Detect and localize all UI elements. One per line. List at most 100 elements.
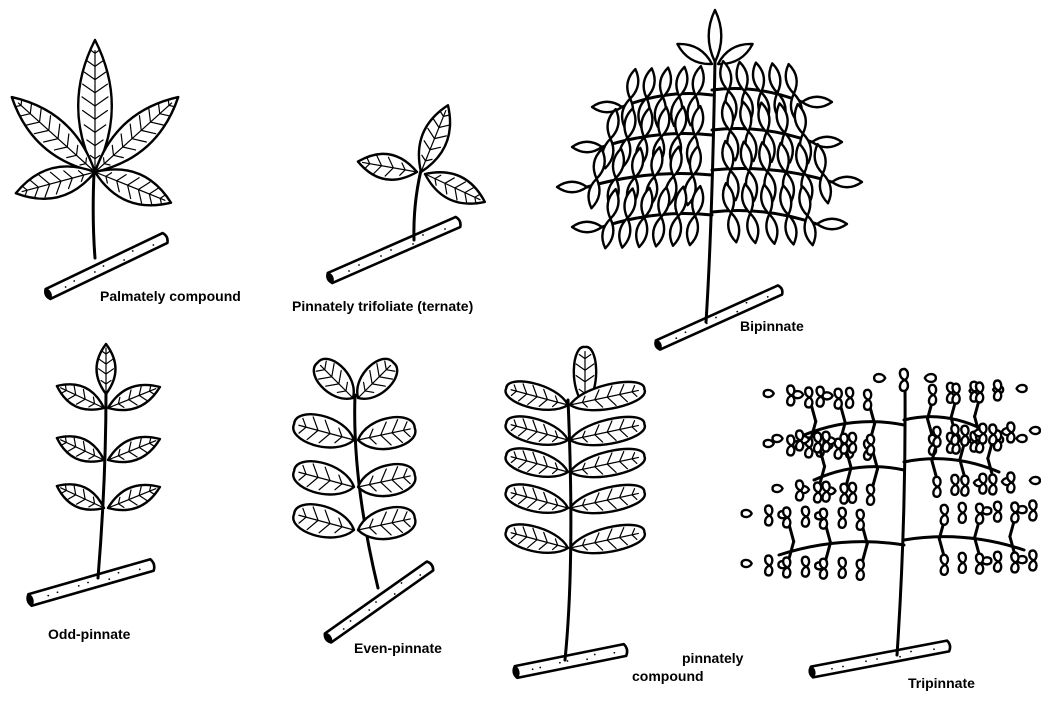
leaflet	[594, 149, 605, 179]
twig-texture	[108, 578, 110, 580]
leaflet	[786, 64, 797, 94]
leaflet	[822, 492, 829, 502]
leaflet	[979, 484, 986, 494]
leaflet	[1030, 477, 1040, 484]
leaflet	[976, 504, 983, 514]
label-pinnately-compound-line1: pinnately	[682, 650, 743, 666]
leaflet	[951, 435, 958, 445]
leaflet	[1017, 385, 1027, 392]
petiole	[93, 172, 95, 258]
leaflet	[874, 374, 885, 382]
leaflet	[900, 369, 908, 380]
leaflet	[728, 213, 739, 243]
leaflet	[951, 475, 958, 485]
twig-texture	[348, 270, 350, 272]
leaflet	[822, 482, 829, 492]
leaflet	[994, 562, 1001, 572]
leaflet	[941, 515, 948, 525]
leaflet	[979, 424, 986, 434]
leaflet	[766, 214, 777, 244]
leaflet	[820, 509, 827, 519]
leaflet	[773, 435, 783, 442]
leaflet	[1029, 560, 1036, 570]
twig-texture	[876, 658, 878, 660]
leaflet	[805, 397, 812, 407]
leaflet	[976, 564, 983, 574]
leaflet	[994, 390, 1001, 400]
leaflet	[976, 392, 983, 402]
leaflet	[952, 384, 959, 394]
twig-texture	[767, 296, 769, 298]
leaflet	[787, 435, 794, 445]
twig-texture	[103, 265, 105, 267]
leaflet	[817, 397, 824, 407]
twig-texture	[675, 337, 677, 339]
leaflet	[994, 502, 1001, 512]
pinna-rachis	[904, 459, 999, 472]
leaflet	[572, 142, 602, 153]
label-palmately-compound: Palmately compound	[100, 288, 241, 304]
leaflet	[796, 440, 803, 450]
pinnately-compound-leaf	[506, 347, 645, 679]
leaflet	[961, 476, 968, 486]
leaflet	[1007, 432, 1014, 442]
leaflet	[822, 442, 829, 452]
leaflet	[839, 518, 846, 528]
leaflet	[900, 380, 908, 391]
leaflet	[951, 425, 958, 435]
leaflet	[737, 62, 748, 92]
leaflet	[857, 560, 864, 570]
leaflet	[1029, 500, 1036, 510]
leaflet	[787, 445, 794, 455]
leaflet	[720, 61, 731, 91]
leaflet	[989, 484, 996, 494]
leaflet	[864, 400, 871, 410]
tripinnate-leaf	[742, 369, 1043, 678]
leaflet	[1011, 502, 1018, 512]
leaflet	[820, 519, 827, 529]
leaflet	[602, 219, 613, 249]
leaflet	[933, 437, 940, 447]
leaflet	[802, 507, 809, 517]
leaflet	[849, 483, 856, 493]
twig-texture	[865, 660, 867, 662]
leaflet	[951, 485, 958, 495]
leaflet	[933, 477, 940, 487]
twig-texture	[567, 660, 569, 662]
leaflet	[805, 387, 812, 397]
leaflet	[589, 179, 600, 209]
leaflet	[660, 68, 671, 98]
pinna-rachis	[814, 467, 904, 480]
leaflet	[817, 387, 824, 397]
leaflet	[961, 426, 968, 436]
leaflet	[644, 68, 655, 98]
leaflet	[835, 399, 842, 409]
leaflet	[822, 432, 829, 442]
leaflet	[839, 508, 846, 518]
twig-texture	[57, 591, 59, 593]
leaflet	[959, 553, 966, 563]
twig	[810, 641, 950, 678]
leaflet	[849, 493, 856, 503]
twig	[28, 559, 155, 606]
twig-texture	[419, 574, 421, 576]
pinna-rachis	[904, 537, 1024, 550]
twig-texture	[118, 572, 120, 574]
leaflet	[1029, 550, 1036, 560]
leaflet	[839, 558, 846, 568]
leaflet	[867, 445, 874, 455]
leaflet	[867, 495, 874, 505]
leaflet	[765, 565, 772, 575]
leaflet	[846, 388, 853, 398]
leaflet	[765, 505, 772, 515]
twig-texture	[444, 228, 446, 230]
twig-texture	[532, 668, 534, 670]
leaflet	[742, 560, 752, 567]
main-rachis	[706, 60, 715, 322]
leaflet	[857, 510, 864, 520]
leaflet	[653, 217, 664, 247]
palmately-compound-leaf	[12, 40, 178, 300]
leaflet	[815, 144, 826, 174]
twig-texture	[594, 654, 596, 656]
